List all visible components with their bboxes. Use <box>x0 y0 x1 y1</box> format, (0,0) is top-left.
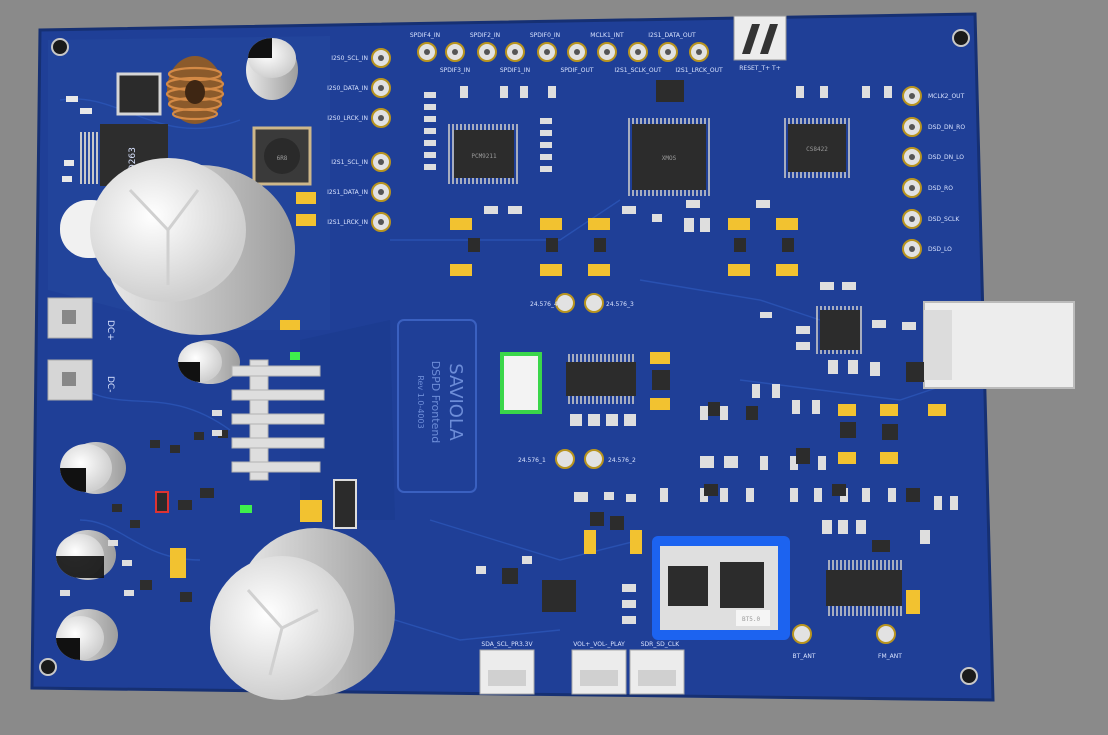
conn-label: I2S1_SCL_IN <box>331 159 368 166</box>
bottom-header-2[interactable]: VOL+_VOL-_PLAY <box>571 641 627 695</box>
ic-qfp-2: CS8422 <box>782 118 852 178</box>
osc-label: 24.576_1 <box>518 457 546 464</box>
conn-label: I2S0_SCL_IN <box>331 55 368 62</box>
heatsink <box>231 359 325 481</box>
conn-label: DSD_SCLK <box>928 216 960 223</box>
tantalum-caps <box>450 218 946 614</box>
conn-label: SPDIF_OUT <box>560 67 593 74</box>
dc-terminal-plus[interactable]: DC+ <box>47 297 115 341</box>
conn-label: SPDIF2_IN <box>470 32 500 39</box>
ic-label: PCM9211 <box>471 153 497 160</box>
ufl-osc-outputs: 24.576_4 24.576_3 24.576_1 24.576_2 BT_A… <box>518 293 902 660</box>
osc-label: 24.576_4 <box>530 301 558 308</box>
ic-soic-2 <box>826 560 902 616</box>
reset-switch[interactable]: RESET_T+ T+ <box>733 15 787 72</box>
conn-label: I2S1_LRCK_OUT <box>675 67 723 74</box>
osc-label: 24.576_3 <box>606 301 634 308</box>
bottom-header-3[interactable]: SDR_SD_CLK <box>629 641 685 695</box>
conn-label: SPDIF1_IN <box>500 67 530 74</box>
header-label: SDR_SD_CLK <box>641 641 681 648</box>
conn-label: I2S0_LRCK_IN <box>327 115 368 122</box>
usb-b-connector[interactable] <box>923 301 1075 389</box>
conn-label: SPDIF4_IN <box>410 32 440 39</box>
toroid-inductor <box>165 56 225 124</box>
ic-label: CS8422 <box>806 146 828 153</box>
led-green <box>240 505 252 513</box>
ic-qfp-1: PCM9211 <box>448 124 520 184</box>
ic-qfp-xmos: XMOS <box>626 118 712 196</box>
ufl-row-top: SPDIF4_IN SPDIF2_IN SPDIF0_IN MCLK1_INT … <box>410 32 723 74</box>
ufl-column-right: MCLK2_OUT DSD_DN_RO DSD_DN_LO DSD_RO DSD… <box>902 86 965 259</box>
conn-label: I2S1_LRCK_IN <box>327 219 368 226</box>
conn-label: I2S1_DATA_IN <box>327 189 368 196</box>
reset-label: RESET_T+ T+ <box>739 65 781 72</box>
smd-passives-power <box>62 96 357 578</box>
inductor-label: 6R8 <box>277 155 288 162</box>
conn-label: MCLK1_INT <box>590 32 624 39</box>
electrolytic-cap-left-3 <box>56 609 118 661</box>
electrolytic-cap-mid <box>178 340 240 384</box>
brand-line-3: Rev 1.0-4003 <box>416 375 425 428</box>
header-label: SDA_SCL_PR3.3V <box>481 641 533 648</box>
brand-block: SAVIOLA DSPD Frontend Rev 1.0-4003 <box>397 319 477 493</box>
regulator-label: TO263 <box>128 147 138 178</box>
antenna-label: FM_ANT <box>878 653 902 660</box>
electrolytic-cap-left-2 <box>56 530 116 580</box>
conn-label: DSD_DN_RO <box>928 124 965 131</box>
brand-line-2: DSPD Frontend <box>429 361 442 444</box>
bluetooth-module: BT5.0 <box>652 536 790 640</box>
smd-diode <box>116 72 162 116</box>
electrolytic-cap-left-1 <box>60 442 126 494</box>
conn-label: I2S0_DATA_IN <box>327 85 368 92</box>
ufl-column-left: I2S0_SCL_IN I2S0_DATA_IN I2S0_LRCK_IN I2… <box>327 48 391 232</box>
ic-label: XMOS <box>662 155 677 162</box>
dc-plus-label: DC+ <box>105 320 115 341</box>
dc-minus-label: DC- <box>105 376 115 392</box>
shielded-inductor: 6R8 <box>252 126 312 186</box>
conn-label: I2S1_DATA_OUT <box>648 32 696 39</box>
electrolytic-cap-large-2 <box>210 528 395 700</box>
smd-passive-array <box>60 86 958 624</box>
electrolytic-cap-large-1 <box>60 158 295 335</box>
led-green-2 <box>290 352 300 360</box>
ic-soic-1 <box>566 354 636 404</box>
mounting-holes <box>39 29 978 685</box>
conn-label: SPDIF0_IN <box>530 32 560 39</box>
osc-label: 24.576_2 <box>608 457 636 464</box>
conn-label: MCLK2_OUT <box>928 93 965 100</box>
ic-label: BT5.0 <box>742 616 760 623</box>
dc-terminal-minus[interactable]: DC- <box>47 359 115 401</box>
conn-label: DSD_LO <box>928 246 952 253</box>
conn-label: SPDIF3_IN <box>440 67 470 74</box>
header-label: VOL+_VOL-_PLAY <box>573 641 625 648</box>
conn-label: I2S1_SCLK_OUT <box>614 67 662 74</box>
conn-label: DSD_RO <box>928 185 953 192</box>
copper-pour <box>300 320 395 520</box>
brand-name: SAVIOLA <box>445 363 466 441</box>
electrolytic-cap-small-top <box>246 38 298 100</box>
bottom-header-1[interactable]: SDA_SCL_PR3.3V <box>479 641 535 695</box>
antenna-label: BT_ANT <box>792 653 815 660</box>
ic-soic-3 <box>542 580 576 612</box>
conn-label: DSD_DN_LO <box>928 154 964 161</box>
crystal-oscillator-x2 <box>500 352 542 414</box>
smd-transistors-power <box>112 430 228 602</box>
smd-ic-small <box>468 80 924 584</box>
ic-qfn-usb <box>816 306 864 354</box>
